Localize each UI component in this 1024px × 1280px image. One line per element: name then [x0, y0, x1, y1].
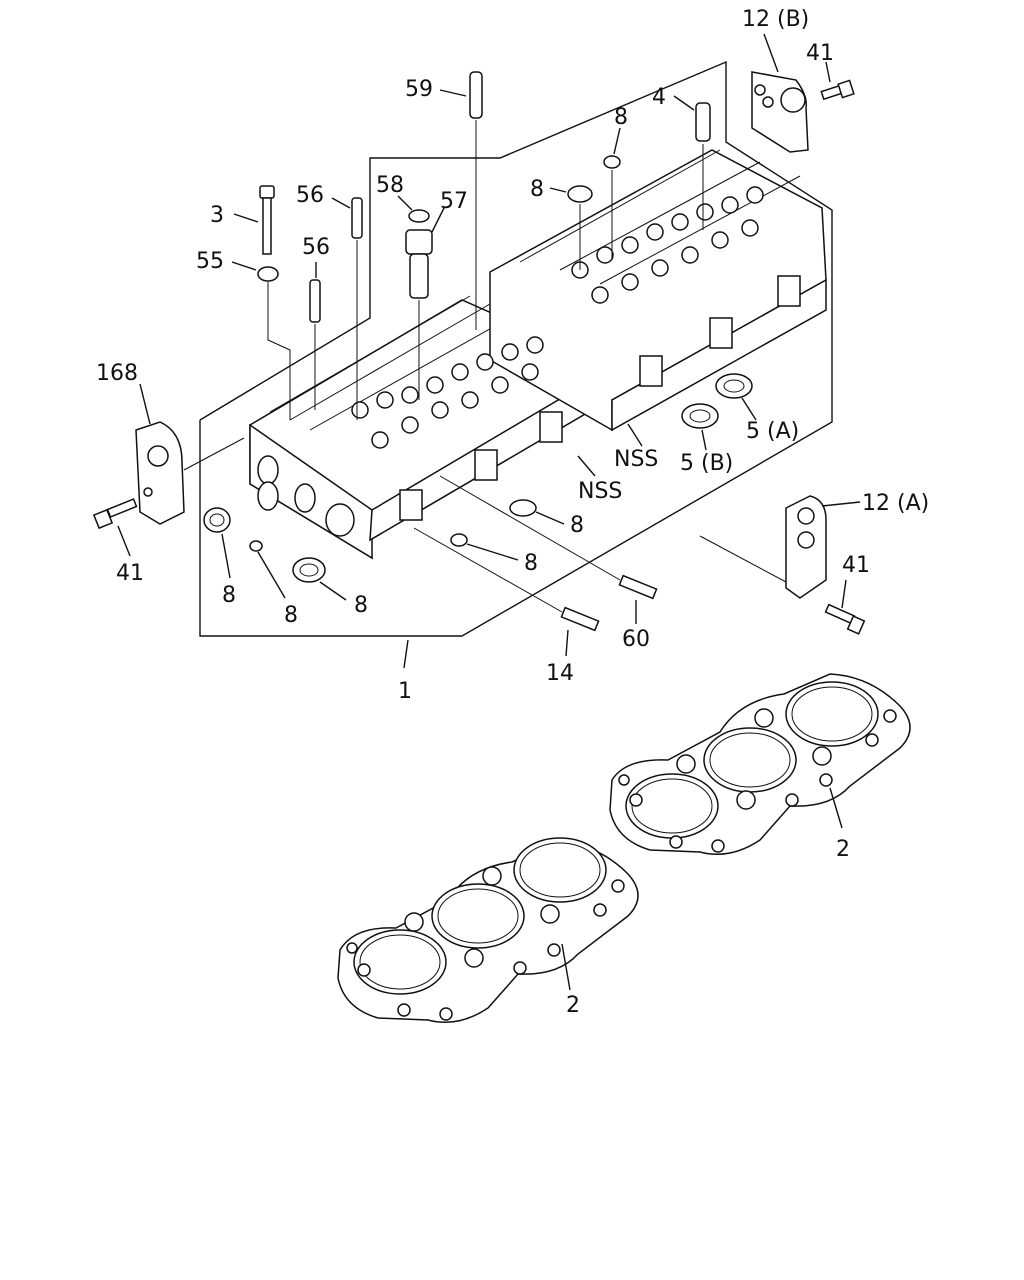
part-57-injector-sleeve — [405, 207, 445, 400]
callout-8-c: 8 — [222, 583, 236, 608]
callout-56-a: 56 — [296, 183, 324, 208]
callout-8-g: 8 — [570, 513, 584, 538]
callout-41-right: 41 — [842, 553, 870, 578]
head-gasket-lower — [337, 837, 639, 1023]
cylinder-head-right — [489, 149, 827, 432]
part-59-dowel — [439, 71, 483, 330]
callout-8-d: 8 — [284, 603, 298, 628]
callout-57: 57 — [440, 189, 468, 214]
callout-56-b: 56 — [302, 235, 330, 260]
part-12a-bracket — [699, 495, 861, 599]
callout-nss-b: NSS — [614, 447, 658, 472]
callout-41-left: 41 — [116, 561, 144, 586]
part-41-top-bolt — [820, 61, 855, 101]
callout-5a: 5 (A) — [746, 419, 799, 444]
callout-14: 14 — [546, 661, 574, 686]
callout-nss-a: NSS — [578, 479, 622, 504]
part-12b-bracket — [751, 33, 809, 153]
callout-3: 3 — [210, 203, 224, 228]
part-58-ring — [397, 195, 430, 223]
callout-60: 60 — [622, 627, 650, 652]
callout-5b: 5 (B) — [680, 451, 733, 476]
part-4-sleeve — [673, 95, 711, 230]
callout-8-e: 8 — [354, 593, 368, 618]
callout-8-f: 8 — [524, 551, 538, 576]
callout-12b: 12 (B) — [742, 7, 809, 32]
callout-55: 55 — [196, 249, 224, 274]
part-41-right-bolt — [824, 579, 866, 635]
head-detail-holes — [351, 186, 764, 449]
part-56-studs — [309, 197, 363, 420]
nss-leaders — [577, 423, 643, 477]
part-55-washer — [231, 261, 291, 420]
assembly-outline — [199, 60, 833, 669]
callout-12a: 12 (A) — [862, 491, 929, 516]
callout-58: 58 — [376, 173, 404, 198]
part-8-seals-lower — [203, 499, 565, 601]
callout-59: 59 — [405, 77, 433, 102]
callout-8-a: 8 — [614, 105, 628, 130]
part-3-bolt — [233, 185, 275, 255]
callout-2-a: 2 — [836, 837, 850, 862]
part-41-left-bolt — [92, 498, 138, 557]
part-60-plug — [439, 475, 658, 624]
part-168-bracket — [135, 383, 245, 525]
callout-2-b: 2 — [566, 993, 580, 1018]
callout-41-top: 41 — [806, 41, 834, 66]
part-14-plug — [413, 527, 600, 657]
callout-168: 168 — [96, 361, 138, 386]
head-gasket-upper — [609, 673, 911, 855]
callout-4: 4 — [652, 85, 666, 110]
part-8-washers-top — [549, 127, 621, 270]
callout-1: 1 — [398, 679, 412, 704]
part-5-seals — [681, 373, 757, 451]
callout-8-b: 8 — [530, 177, 544, 202]
callout-labels: 59 4 12 (B) 41 8 8 58 57 56 56 3 55 168 … — [96, 7, 929, 1018]
